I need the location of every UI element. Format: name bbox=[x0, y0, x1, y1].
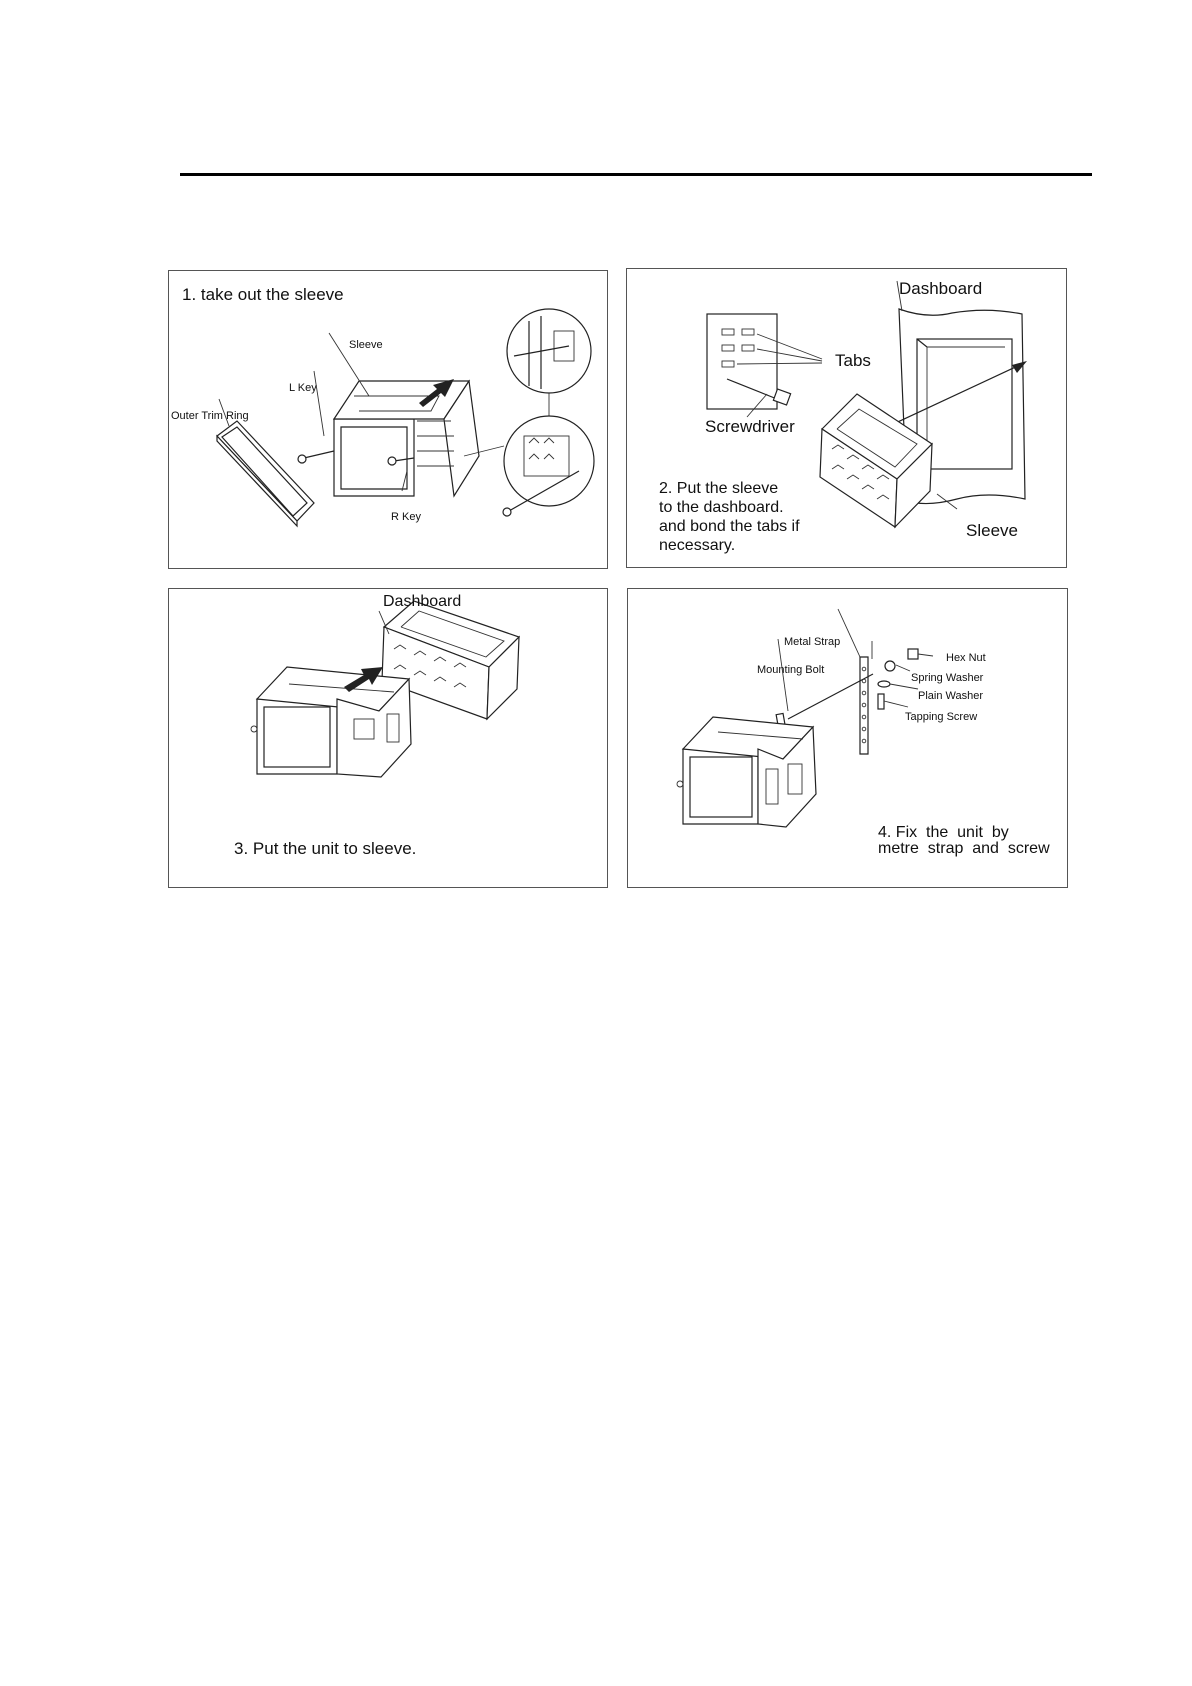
step2-line-1: 2. Put the sleeve bbox=[659, 480, 779, 497]
step2-line-3: and bond the tabs if bbox=[659, 518, 800, 535]
step3-instruction: 3. Put the unit to sleeve. bbox=[234, 839, 417, 858]
header-rule bbox=[180, 173, 1092, 176]
step4-illustration bbox=[676, 608, 934, 828]
step2-instruction: 2. Put the sleeve to the dashboard. and … bbox=[659, 479, 800, 555]
l-key-label: L Key bbox=[289, 382, 317, 394]
step3-panel: Dashboard 3. Put the unit to sleeve. bbox=[168, 588, 608, 888]
mounting-bolt-label: Mounting Bolt bbox=[757, 664, 825, 676]
outer-trim-ring-label: Outer Trim Ring bbox=[171, 410, 249, 422]
hex-nut-label: Hex Nut bbox=[946, 652, 986, 664]
sleeve-label: Sleeve bbox=[966, 521, 1018, 540]
plain-washer-label: Plain Washer bbox=[918, 690, 984, 702]
tapping-screw-label: Tapping Screw bbox=[905, 711, 978, 723]
unit-front bbox=[333, 418, 415, 497]
step1-panel: 1. take out the sleeve Sleeve L Key Oute… bbox=[168, 270, 608, 569]
step3-illustration bbox=[250, 600, 521, 778]
metal-strap-label: Metal Strap bbox=[784, 636, 841, 648]
step4-line-2: metre strap and screw bbox=[878, 840, 1050, 857]
step4-line-1: 4. Fix the unit by bbox=[878, 824, 1009, 841]
step4-instruction: 4. Fix the unit by metre strap and screw bbox=[878, 825, 1050, 857]
screwdriver-label: Screwdriver bbox=[705, 417, 795, 436]
dashboard-label: Dashboard bbox=[383, 593, 462, 610]
step1-illustration bbox=[216, 308, 595, 528]
step1-title: 1. take out the sleeve bbox=[182, 285, 344, 304]
step2-line-2: to the dashboard. bbox=[659, 499, 784, 516]
dashboard-label: Dashboard bbox=[899, 279, 983, 298]
sleeve-label: Sleeve bbox=[349, 339, 383, 351]
spring-washer-label: Spring Washer bbox=[911, 672, 984, 684]
step2-panel: Dashboard Tabs Screwdriver Sleeve 2. Put… bbox=[626, 268, 1067, 568]
r-key-label: R Key bbox=[391, 511, 421, 523]
step2-line-4: necessary. bbox=[659, 537, 736, 554]
tabs-label: Tabs bbox=[835, 351, 871, 370]
step4-panel: Metal Strap Mounting Bolt Hex Nut Spring… bbox=[627, 588, 1068, 888]
step2-illustration bbox=[706, 280, 1027, 529]
